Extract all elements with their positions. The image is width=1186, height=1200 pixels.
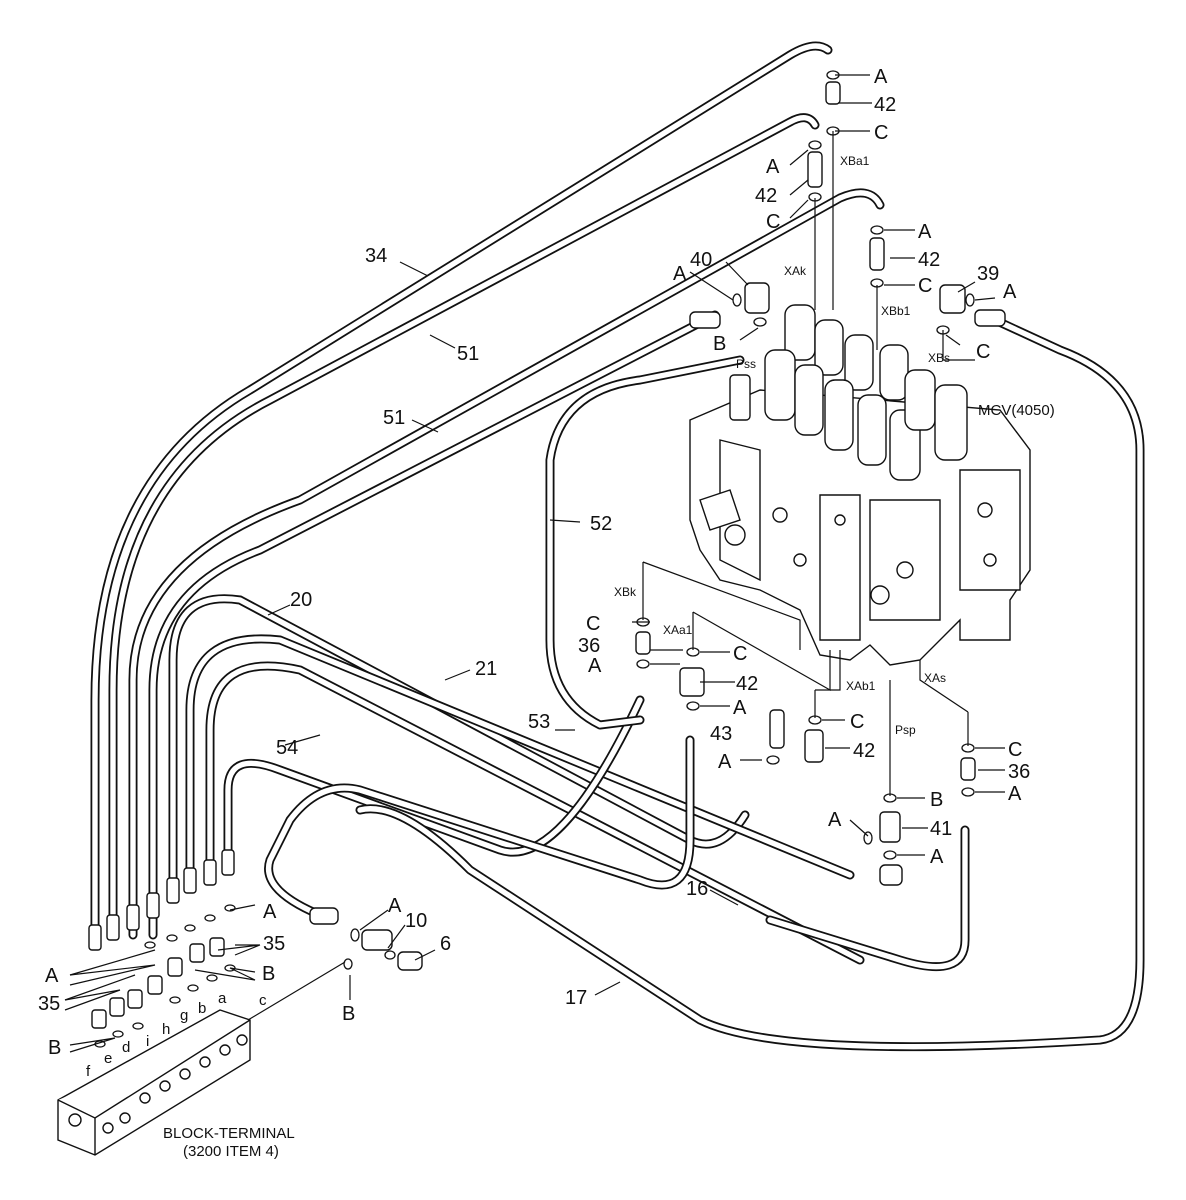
tag-c: C (766, 211, 780, 233)
callout-6: 6 (440, 933, 451, 955)
tag-c: C (976, 341, 990, 363)
callout-52: 52 (590, 513, 612, 535)
block-port-e: e (104, 1050, 112, 1067)
port-pss: Pss (736, 357, 756, 371)
callout-41: 41 (930, 818, 952, 840)
tag-c: C (918, 275, 932, 297)
callout-42: 42 (918, 249, 940, 271)
port-xbk: XBk (614, 585, 637, 599)
tag-c: C (586, 613, 600, 635)
callout-10: 10 (405, 910, 427, 932)
callout-16: 16 (686, 878, 708, 900)
tag-a: A (930, 846, 944, 868)
tag-c: C (850, 711, 864, 733)
block-terminal (57, 1009, 251, 1156)
block-terminal-subtitle: (3200 ITEM 4) (183, 1143, 279, 1160)
block-port-g: g (180, 1007, 188, 1024)
letter-tags: A C A C A C A B A C C A C A C A C A B A … (45, 66, 1022, 1059)
block-port-c: c (259, 992, 267, 1009)
callout-42: 42 (874, 94, 896, 116)
tag-a: A (1008, 783, 1022, 805)
tag-a: A (673, 263, 687, 285)
tag-a: A (733, 697, 747, 719)
tag-b: B (342, 1003, 355, 1025)
callout-36: 36 (578, 635, 600, 657)
port-xab1: XAb1 (846, 679, 876, 693)
tag-b: B (48, 1037, 61, 1059)
block-port-a: a (218, 990, 227, 1007)
tag-b: B (713, 333, 726, 355)
callout-20: 20 (290, 589, 312, 611)
callout-17: 17 (565, 987, 587, 1009)
port-xas: XAs (924, 671, 946, 685)
port-xba1: XBa1 (840, 154, 870, 168)
callout-labels: 34 51 51 52 20 21 53 54 16 17 40 39 42 4… (38, 94, 1030, 1015)
block-port-f: f (86, 1063, 91, 1080)
mcv-label: MCV(4050) (978, 402, 1055, 419)
callout-53: 53 (528, 711, 550, 733)
tag-a: A (45, 965, 59, 987)
leader-lines (64, 74, 1005, 1053)
callout-43: 43 (710, 723, 732, 745)
tag-a: A (918, 221, 932, 243)
tag-b: B (262, 963, 275, 985)
port-xbs: XBs (928, 351, 950, 365)
callout-35: 35 (263, 933, 285, 955)
tag-c: C (1008, 739, 1022, 761)
tag-a: A (766, 156, 780, 178)
tag-a: A (1003, 281, 1017, 303)
mcv-fittings (309, 70, 1006, 971)
callout-35: 35 (38, 993, 60, 1015)
port-xak: XAk (784, 264, 807, 278)
block-port-d: d (122, 1039, 130, 1056)
callout-34: 34 (365, 245, 387, 267)
tag-c: C (874, 122, 888, 144)
port-labels: XBa1 XAk XBb1 XBs Pss XBk XAa1 XAb1 XAs … (614, 154, 950, 737)
port-xaa1: XAa1 (663, 623, 693, 637)
callout-42: 42 (755, 185, 777, 207)
callout-36: 36 (1008, 761, 1030, 783)
callout-40: 40 (690, 249, 712, 271)
callout-21: 21 (475, 658, 497, 680)
block-terminal-title: BLOCK-TERMINAL (163, 1125, 295, 1142)
tag-b: B (930, 789, 943, 811)
callout-54: 54 (276, 737, 298, 759)
tag-a: A (874, 66, 888, 88)
hose-group (90, 41, 1145, 1052)
tag-a: A (588, 655, 602, 677)
callout-39: 39 (977, 263, 999, 285)
port-xbb1: XBb1 (881, 304, 911, 318)
callout-42: 42 (736, 673, 758, 695)
callout-51: 51 (383, 407, 405, 429)
tag-c: C (733, 643, 747, 665)
tag-a: A (718, 751, 732, 773)
tag-a: A (388, 895, 402, 917)
block-port-i: i (146, 1033, 149, 1050)
callout-42: 42 (853, 740, 875, 762)
block-port-letters: a b c d e f g h i (86, 990, 267, 1080)
callout-51: 51 (457, 343, 479, 365)
tag-a: A (828, 809, 842, 831)
tag-a: A (263, 901, 277, 923)
block-port-h: h (162, 1021, 170, 1038)
block-port-b: b (198, 1000, 206, 1017)
mcv-valve-block (689, 304, 1031, 666)
port-psp: Psp (895, 723, 916, 737)
